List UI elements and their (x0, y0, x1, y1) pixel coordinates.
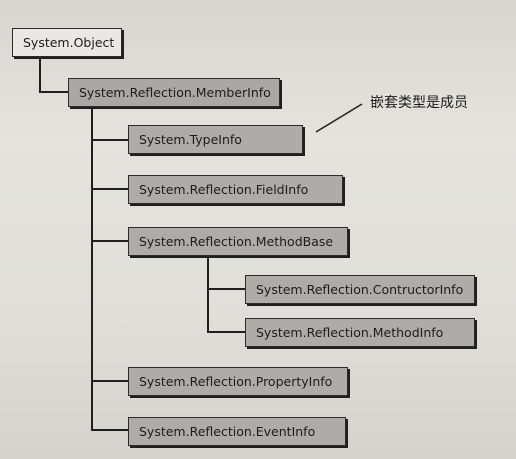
node-propertyinfo: System.Reflection.PropertyInfo (128, 367, 348, 396)
connector-object-to-memberinfo (39, 56, 69, 93)
node-typeinfo: System.TypeInfo (128, 125, 303, 154)
node-eventinfo: System.Reflection.EventInfo (128, 417, 346, 446)
node-system-object: System.Object (12, 28, 122, 57)
node-methodinfo: System.Reflection.MethodInfo (245, 318, 475, 347)
node-methodbase: System.Reflection.MethodBase (128, 227, 348, 256)
annotation-pointer-line (315, 103, 363, 133)
annotation-nested-types: 嵌套类型是成员 (370, 95, 468, 111)
node-memberinfo: System.Reflection.MemberInfo (68, 78, 280, 107)
node-fieldinfo: System.Reflection.FieldInfo (128, 175, 343, 204)
node-constructorinfo: System.Reflection.ContructorInfo (245, 275, 475, 304)
